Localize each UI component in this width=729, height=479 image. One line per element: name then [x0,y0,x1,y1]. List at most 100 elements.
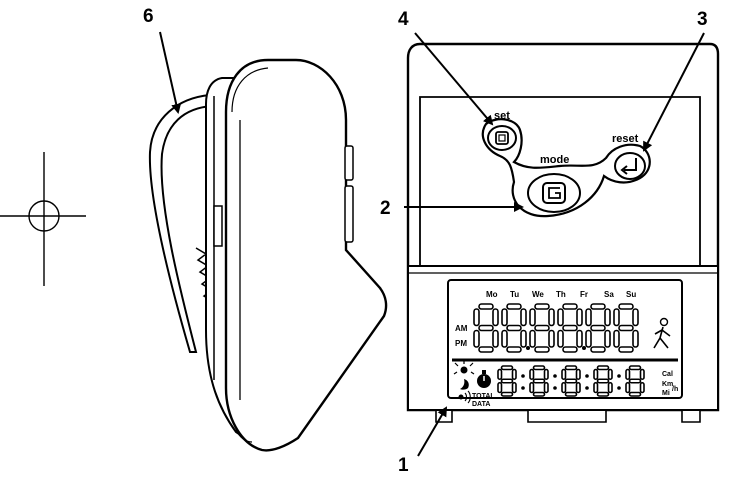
lcd-segment [501,308,508,327]
lcd-segment [511,381,517,394]
lcd-segment [548,308,555,327]
lcd-segment [562,303,578,310]
lcd-segment [497,381,503,394]
lcd-segment [618,303,634,310]
lcd-segment [478,324,494,332]
lcd-segment [590,303,606,310]
lcd-segment [561,368,567,381]
lcd-segment [529,368,535,381]
lcd-segment [534,346,550,353]
lcd-segment [557,308,564,327]
lcd-segment [500,378,514,384]
lcd-segment [492,308,499,327]
lcd-segment [543,368,549,381]
callout-number-2: 2 [380,198,391,219]
lcd-segment [534,324,550,332]
lcd-segment [532,391,546,397]
lcd-segment [529,329,536,348]
lcd-segment [520,329,527,348]
day-label: Th [556,290,566,299]
mode-button [527,173,581,213]
lcd-segment [529,381,535,394]
arrow-6 [159,31,182,114]
lcd-colon-dot [521,386,525,390]
lcd-segment [607,368,613,381]
lcd-day-row: Mo Tu We Th Fr Sa Su [486,290,636,299]
lcd-colon-dot [617,386,621,390]
lcd-segment [557,329,564,348]
lcd-segment [607,381,613,394]
callout-arrows [159,31,705,457]
lcd-segment [511,368,517,381]
day-label: Tu [510,290,519,299]
lcd-segment [625,381,631,394]
lcd-segment [604,308,611,327]
lcd-segment [548,329,555,348]
moon-icon [460,379,469,390]
lcd-segment [478,303,494,310]
lcd-segment [618,324,634,332]
lcd-segment [585,329,592,348]
callout-number-4: 4 [398,9,409,30]
unit-label-km: Km [662,381,673,388]
device-side-view [148,58,388,452]
lcd-segment [585,308,592,327]
lcd-colon-dot [553,386,557,390]
lcd-colon-dot [521,374,525,378]
lcd-segment [625,368,631,381]
lcd-colon-dot [553,374,557,378]
day-label: Fr [580,290,588,299]
lcd-segment [473,329,480,348]
walker-icon [653,317,671,349]
device-front-view: set mode reset Mo Tu We Th Fr Sa Su AM P… [406,42,720,423]
lcd-segment [632,308,639,327]
lcd-segment [473,308,480,327]
lcd-segment [492,329,499,348]
lcd-segment [501,329,508,348]
lcd-segment [593,368,599,381]
lcd-segment [596,378,610,384]
lcd-segment [564,391,578,397]
am-indicator: AM [455,324,468,333]
lcd-colon-dot [585,386,589,390]
crosshair-mark [0,152,86,286]
day-label: Sa [604,290,614,299]
lcd-segment [613,329,620,348]
sound-icon [458,390,471,404]
main-body [224,58,388,452]
lcd-segment [590,324,606,332]
lcd-segment [596,365,610,371]
lcd-segment [618,346,634,353]
lcd-segment [500,365,514,371]
lcd-segment [562,324,578,332]
set-button [487,125,517,151]
lcd-segment [564,378,578,384]
lcd-top-digits [473,303,639,353]
lcd-segment [639,368,645,381]
lcd-segment [534,303,550,310]
lcd-segment [628,378,642,384]
total-label: TOTAL [472,393,495,400]
arrow-1 [417,406,448,457]
arrow-3 [643,32,705,152]
lcd-colon-dot [582,346,586,350]
per-hour-label: /h [672,386,678,393]
unit-label-cal: Cal [662,371,673,378]
lcd-segment [532,365,546,371]
lcd-segment [478,346,494,353]
lcd-segment [520,308,527,327]
lcd-segment [575,368,581,381]
lcd-colon-dot [585,374,589,378]
mode-label: mode [540,154,569,166]
lcd-segment [529,308,536,327]
lcd-segment [506,303,522,310]
side-button-upper [344,145,354,181]
lcd-segment [506,346,522,353]
day-label: Su [626,290,636,299]
arrow-4 [414,32,494,126]
lcd-segment [532,378,546,384]
lcd-segment [632,329,639,348]
lcd-segment [543,381,549,394]
unit-label-mi: Mi [662,390,670,397]
